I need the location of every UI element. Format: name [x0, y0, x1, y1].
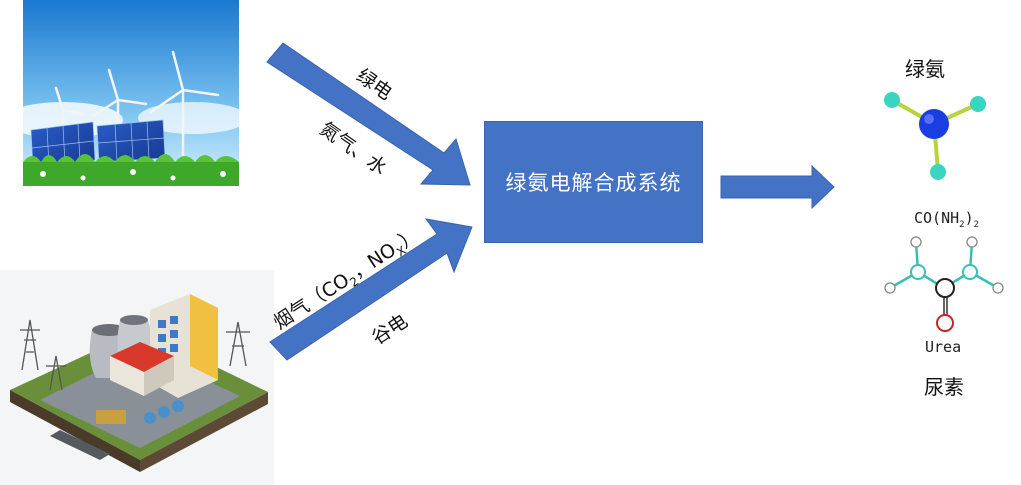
system-label: 绿氨电解合成系统: [505, 171, 682, 195]
arrow-flue-gas-to-system: [269, 218, 473, 361]
renewable-energy-image: [23, 0, 239, 186]
urea-formula: CO(NH2)2: [914, 209, 980, 230]
urea-english-label: Urea: [925, 338, 962, 356]
urea-label: 尿素: [924, 375, 964, 399]
arrow-system-to-products: [720, 164, 835, 210]
green-ammonia-label: 绿氨: [905, 57, 945, 81]
urea-molecule-icon: [884, 236, 1004, 332]
electrolysis-synthesis-system-box: 绿氨电解合成系统: [484, 121, 703, 243]
ammonia-molecule-icon: [884, 92, 986, 180]
power-plant-image: [0, 270, 274, 485]
arrow-green-power-to-system: [266, 42, 471, 186]
